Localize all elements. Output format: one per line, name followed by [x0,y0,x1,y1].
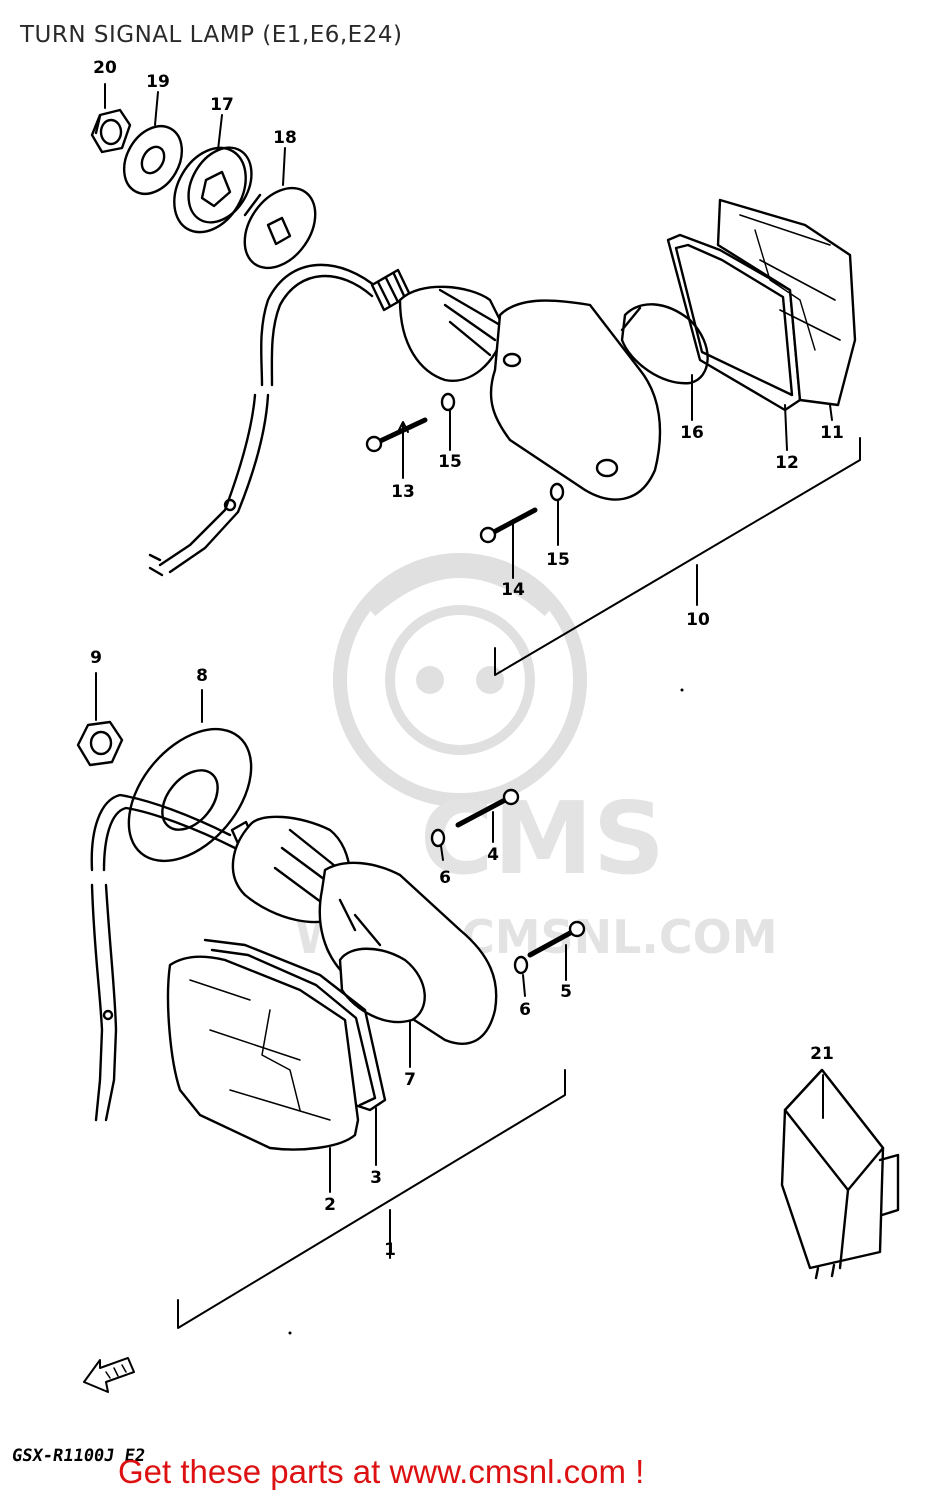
screw-14-part [479,507,538,544]
callout-8: 8 [196,666,208,686]
callout-21: 21 [810,1044,834,1064]
front-direction-arrow-icon [83,1357,135,1393]
upper-leader-lines [104,83,833,606]
lower-gasket-3-part [203,938,387,1112]
relay-21-part [780,1068,900,1280]
callout-15-upper: 15 [438,452,462,472]
callout-6-upper: 6 [439,868,451,888]
page-title: TURN SIGNAL LAMP (E1,E6,E24) [20,22,403,48]
callout-4: 4 [487,845,499,865]
grommet-17-part [173,146,253,234]
callout-17: 17 [210,95,234,115]
screw-5-part [527,920,586,958]
callout-3: 3 [370,1168,382,1188]
upper-lens-11-part [716,198,857,407]
screw-13-part [365,417,428,453]
washer-6b-part [513,955,529,975]
callout-20: 20 [93,58,117,78]
callout-13: 13 [391,482,415,502]
callout-11: 11 [820,423,844,443]
callout-2: 2 [324,1195,336,1215]
callout-7: 7 [404,1070,416,1090]
callout-10: 10 [686,610,710,630]
callout-6-lower: 6 [519,1000,531,1020]
callout-5: 5 [560,982,572,1002]
washer-15b-part [549,482,565,502]
upper-wire-harness [148,263,382,577]
washer-19-part [122,125,184,195]
promo-banner-link[interactable]: Get these parts at www.cmsnl.com ! [118,1453,645,1490]
lower-assembly-bracket [177,1069,566,1329]
watermark-logo-text: CMS [420,780,665,897]
callout-15-lower: 15 [546,550,570,570]
nut-9-part [76,720,124,767]
callout-1: 1 [384,1240,396,1260]
upper-assembly-bracket [494,437,861,676]
screw-4-part [455,788,520,828]
nut-20-part [90,108,132,154]
grommet-8-part [127,727,253,863]
watermark-mascot-icon [333,553,587,807]
callout-18: 18 [273,128,297,148]
washer-6a-part [430,828,446,848]
upper-bulb-16-part [620,303,709,385]
callout-9: 9 [90,648,102,668]
lower-leader-lines [95,672,567,1259]
callout-14: 14 [501,580,525,600]
callout-12: 12 [775,453,799,473]
lower-lamp-housing [230,815,498,1045]
lower-wire-harness [90,793,237,1122]
lower-lens-2-part [166,955,360,1151]
upper-gasket-12-part [666,233,802,412]
callout-19: 19 [146,72,170,92]
upper-lamp-housing [398,285,662,501]
callout-16: 16 [680,423,704,443]
plate-18-part [243,186,317,270]
washer-15a-part [440,392,456,412]
